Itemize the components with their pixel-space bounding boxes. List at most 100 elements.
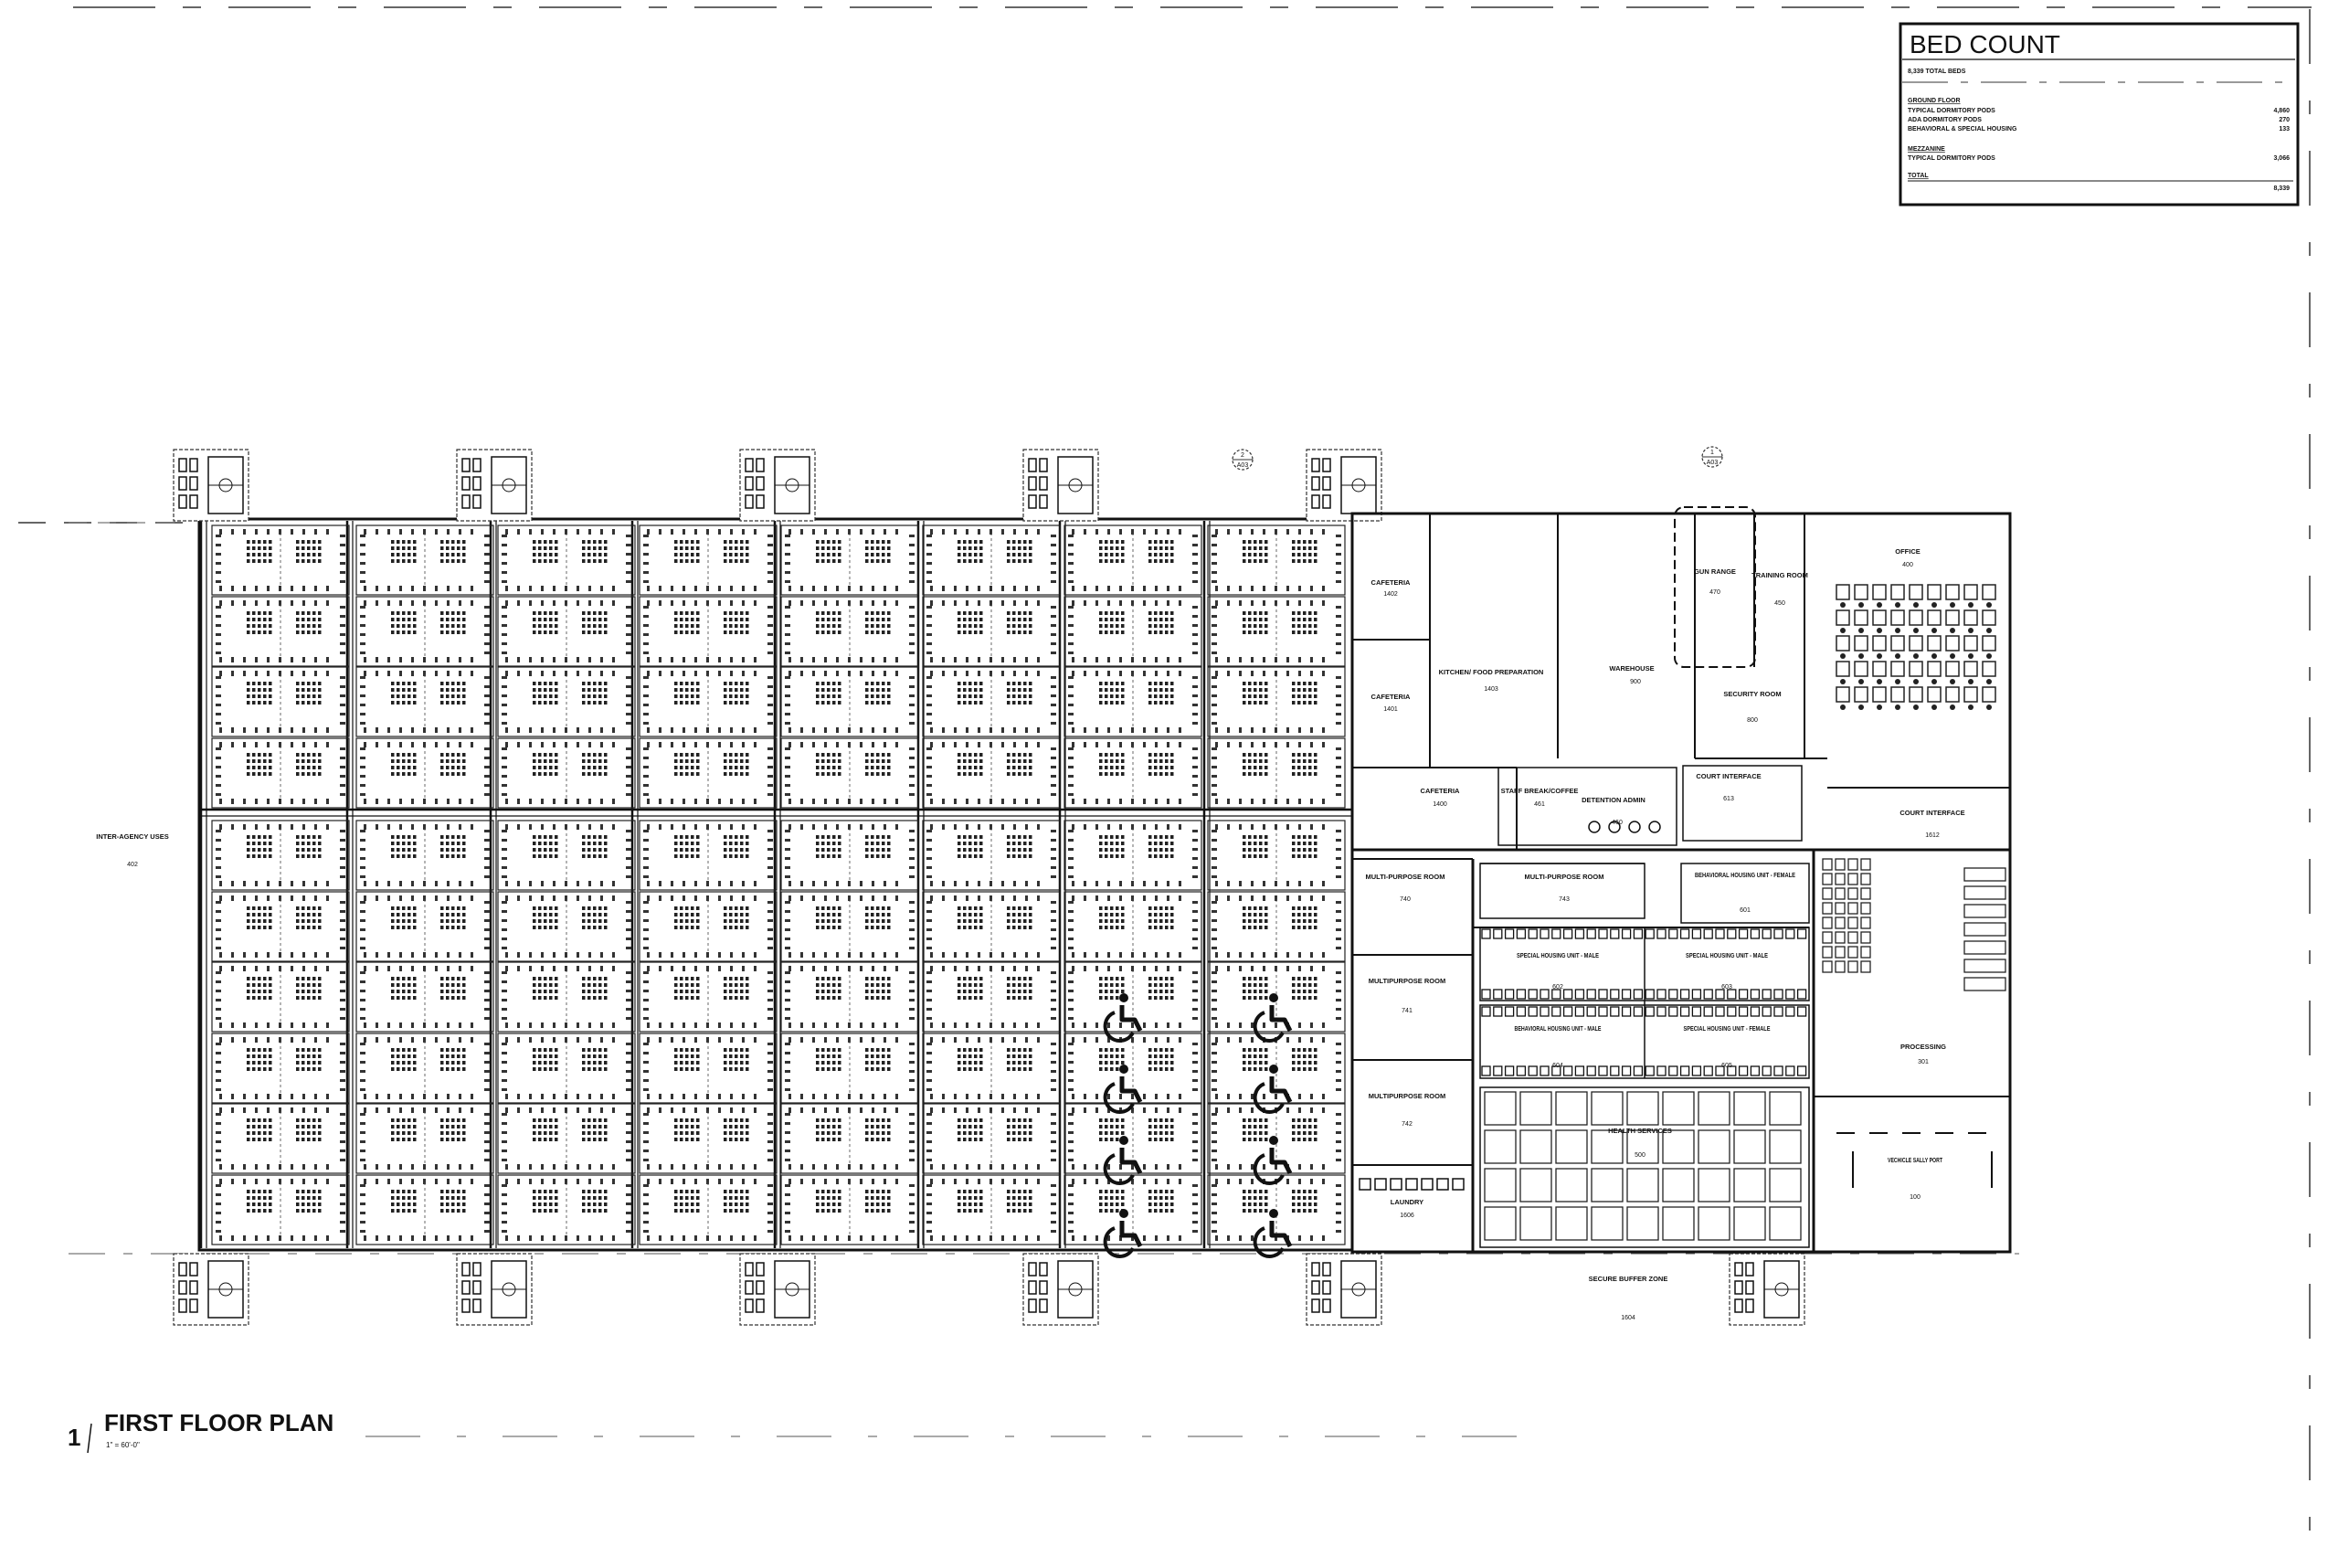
dorm-pod bbox=[780, 596, 919, 667]
processing-room bbox=[1963, 940, 2006, 955]
cell bbox=[1540, 1006, 1550, 1017]
room-number: 1606 bbox=[1400, 1213, 1414, 1219]
cell bbox=[1679, 989, 1690, 1000]
chair bbox=[1877, 602, 1882, 608]
chair bbox=[1931, 653, 1937, 659]
chair bbox=[1931, 628, 1937, 633]
exam-room bbox=[1591, 1206, 1624, 1241]
cell bbox=[1621, 928, 1632, 939]
cell bbox=[1574, 928, 1585, 939]
cell bbox=[1633, 928, 1644, 939]
exercise-yard-icon bbox=[1306, 449, 1382, 522]
dorm-pod bbox=[1207, 820, 1346, 891]
holding-cell bbox=[1860, 858, 1871, 871]
cell bbox=[1762, 989, 1772, 1000]
dorm-pod bbox=[355, 737, 494, 809]
cell bbox=[1528, 1065, 1538, 1076]
dorm-pod bbox=[211, 524, 350, 596]
room-name: BEHAVIORAL HOUSING UNIT - FEMALE bbox=[1695, 871, 1795, 879]
cell bbox=[1785, 989, 1795, 1000]
exam-room bbox=[1484, 1091, 1517, 1126]
cell bbox=[1750, 1065, 1761, 1076]
room-name: MULTI-PURPOSE ROOM bbox=[1525, 873, 1604, 881]
laundry-machine bbox=[1452, 1178, 1465, 1191]
cell bbox=[1493, 928, 1503, 939]
dorm-pod bbox=[497, 891, 636, 962]
cell bbox=[1516, 989, 1527, 1000]
holding-cell bbox=[1847, 916, 1858, 929]
cell bbox=[1586, 928, 1596, 939]
cell bbox=[1481, 928, 1491, 939]
wheelchair-icon bbox=[1103, 1136, 1143, 1185]
dorm-pod bbox=[780, 666, 919, 737]
exam-room bbox=[1733, 1168, 1766, 1202]
cell bbox=[1668, 1006, 1678, 1017]
workstation bbox=[1890, 584, 1905, 600]
dorm-pod bbox=[639, 1174, 778, 1245]
wheelchair-icon bbox=[1253, 1209, 1293, 1258]
exam-room bbox=[1555, 1206, 1588, 1241]
holding-cell bbox=[1847, 858, 1858, 871]
chair bbox=[1858, 602, 1864, 608]
workstation bbox=[1927, 609, 1942, 626]
exam-room bbox=[1484, 1129, 1517, 1164]
room-name: TRAINING ROOM bbox=[1751, 571, 1808, 579]
exercise-yard-icon bbox=[173, 1253, 249, 1326]
dorm-pod bbox=[355, 1033, 494, 1104]
exam-room bbox=[1698, 1129, 1730, 1164]
exam-room bbox=[1769, 1168, 1802, 1202]
workstation bbox=[1963, 635, 1978, 652]
holding-cell bbox=[1835, 916, 1846, 929]
bed-count-row-label: TYPICAL DORMITORY PODS bbox=[1908, 108, 1995, 114]
room-name: BEHAVIORAL HOUSING UNIT - MALE bbox=[1515, 1024, 1602, 1033]
dorm-pod bbox=[211, 666, 350, 737]
holding-cell bbox=[1860, 960, 1871, 973]
section-marker-number: 2 bbox=[1241, 452, 1244, 459]
processing-room bbox=[1963, 922, 2006, 937]
room-number: 605 bbox=[1721, 1063, 1732, 1069]
dorm-pod bbox=[639, 524, 778, 596]
chair bbox=[1895, 628, 1900, 633]
drawing-name: FIRST FLOOR PLAN bbox=[104, 1409, 333, 1436]
chair bbox=[1913, 705, 1919, 710]
holding-cell bbox=[1822, 873, 1833, 885]
room-name: CAFETERIA bbox=[1421, 787, 1461, 795]
dorm-pod bbox=[211, 820, 350, 891]
dorm-pod bbox=[780, 1103, 919, 1174]
room-labels: INTER-AGENCY USES 402 CAFETERIA 1402 CAF… bbox=[96, 547, 1964, 1321]
laundry-machine bbox=[1374, 1178, 1387, 1191]
dorm-pod bbox=[922, 596, 1061, 667]
bed-count-table: BED COUNT 8,339 TOTAL BEDS GROUND FLOOR … bbox=[1899, 22, 2300, 207]
dorm-pod bbox=[639, 1103, 778, 1174]
room-number: 1403 bbox=[1484, 686, 1498, 693]
dorm-pod bbox=[922, 524, 1061, 596]
cell bbox=[1785, 928, 1795, 939]
exam-room bbox=[1484, 1168, 1517, 1202]
cell bbox=[1574, 1065, 1585, 1076]
cell bbox=[1691, 989, 1702, 1000]
workstation bbox=[1836, 584, 1850, 600]
dorm-pod bbox=[922, 820, 1061, 891]
cell bbox=[1668, 1065, 1678, 1076]
workstation bbox=[1982, 661, 1996, 677]
dorm-pod bbox=[1207, 1103, 1346, 1174]
chair bbox=[1840, 653, 1846, 659]
room-number: 402 bbox=[127, 862, 138, 868]
cell bbox=[1586, 1006, 1596, 1017]
workstation bbox=[1836, 686, 1850, 703]
room-number: 603 bbox=[1721, 984, 1732, 991]
exam-room bbox=[1555, 1129, 1588, 1164]
dorm-pod bbox=[355, 820, 494, 891]
cell bbox=[1715, 928, 1725, 939]
laundry-machine bbox=[1421, 1178, 1434, 1191]
chair bbox=[1913, 679, 1919, 684]
dorm-pod bbox=[355, 961, 494, 1033]
exam-room bbox=[1519, 1129, 1552, 1164]
cell bbox=[1715, 1065, 1725, 1076]
workstation bbox=[1836, 661, 1850, 677]
workstation bbox=[1982, 635, 1996, 652]
holding-cell bbox=[1847, 902, 1858, 915]
chair bbox=[1840, 705, 1846, 710]
cell bbox=[1773, 989, 1783, 1000]
